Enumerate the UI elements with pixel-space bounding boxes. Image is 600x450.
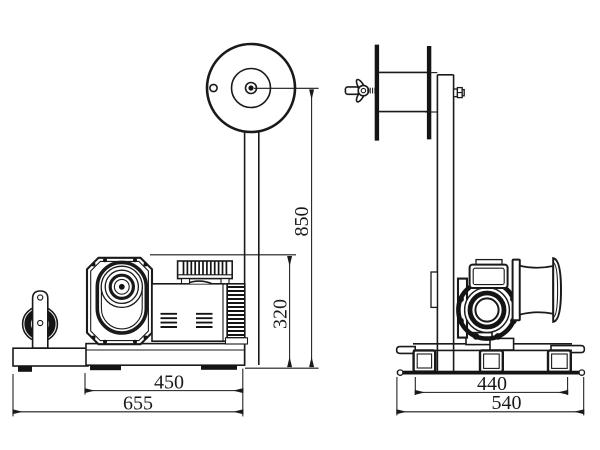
dimension-label-850: 850: [291, 207, 313, 237]
dimension-label-450: 450: [154, 372, 184, 394]
motor-cooling-fins: [176, 260, 234, 285]
motor-top-box: [468, 258, 509, 290]
motor-vent-slots: [160, 312, 213, 328]
dimension-850: 850: [245, 87, 319, 369]
rope-spool: [374, 44, 438, 141]
wing-nut: [344, 78, 376, 103]
mounting-base-front: [395, 342, 586, 376]
mast-post: [436, 74, 455, 372]
dimension-label-320: 320: [270, 299, 292, 329]
dimension-320: 320: [150, 254, 296, 368]
support-post: [243, 130, 260, 365]
pulley-hole: [209, 83, 218, 93]
axle-clamp: [430, 271, 439, 309]
motor-body: [151, 280, 228, 342]
mounting-base: [12, 342, 246, 372]
rope-drum-profile: [224, 282, 249, 345]
gearbox-input-pulley: [100, 265, 144, 309]
base-rail: [396, 369, 586, 376]
dimension-540: 540: [396, 377, 585, 416]
gearbox-housing: [85, 256, 154, 346]
dimension-label-655: 655: [123, 393, 153, 415]
spool-axle-bolt: [452, 86, 465, 99]
dimension-450: 450: [84, 368, 244, 417]
guide-roller-bracket: [31, 290, 49, 349]
housing-bolts: [91, 258, 148, 344]
gearbox-face: [456, 279, 518, 341]
dimension-label-540: 540: [492, 392, 522, 414]
left-wing-plate: [395, 345, 416, 355]
dimension-655: 655: [12, 374, 244, 417]
front-view: 440 540: [344, 44, 586, 416]
dimension-label-440: 440: [477, 373, 507, 395]
capstan-drum: [511, 257, 563, 323]
dimension-440: 440: [414, 373, 569, 395]
side-view: 450 655 850 320: [12, 42, 319, 417]
